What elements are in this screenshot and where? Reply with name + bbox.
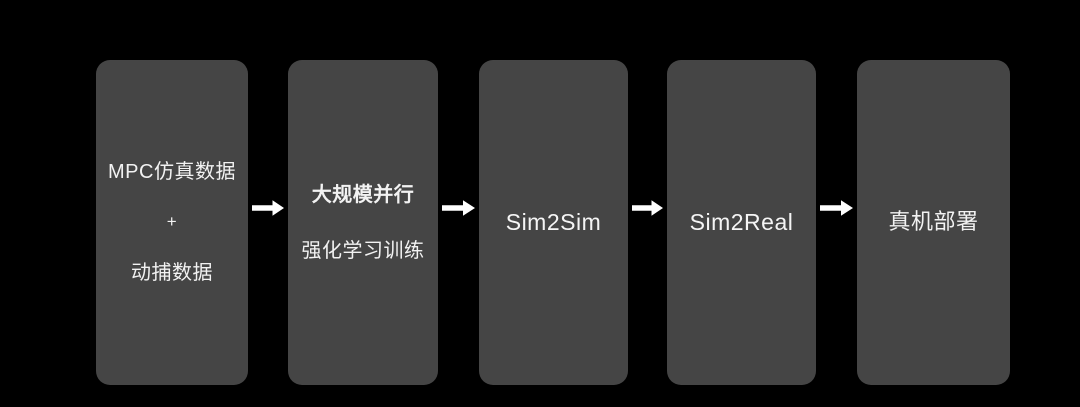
stage-2-line-1: 大规模并行 [311,183,415,206]
arrow-right-icon [442,199,475,217]
stage-box-sim2sim: Sim2Sim [479,60,628,385]
stage-3-label: Sim2Sim [505,208,602,235]
stage-box-training: 大规模并行 强化学习训练 [288,60,438,385]
stage-5-label: 真机部署 [888,209,979,235]
stage-1-line-3: 动捕数据 [131,261,213,284]
stage-1-line-2-plus: + [166,212,178,232]
stage-box-sim2real: Sim2Real [667,60,816,385]
stage-4-label: Sim2Real [689,208,794,235]
arrow-right-icon [252,199,284,217]
arrow-right-icon [820,199,853,217]
stage-box-data-source: MPC仿真数据 + 动捕数据 [96,60,248,385]
stage-box-deployment: 真机部署 [857,60,1010,385]
stage-1-line-1: MPC仿真数据 [108,161,236,184]
arrow-right-icon [632,199,663,217]
stage-2-line-2: 强化学习训练 [301,239,425,262]
